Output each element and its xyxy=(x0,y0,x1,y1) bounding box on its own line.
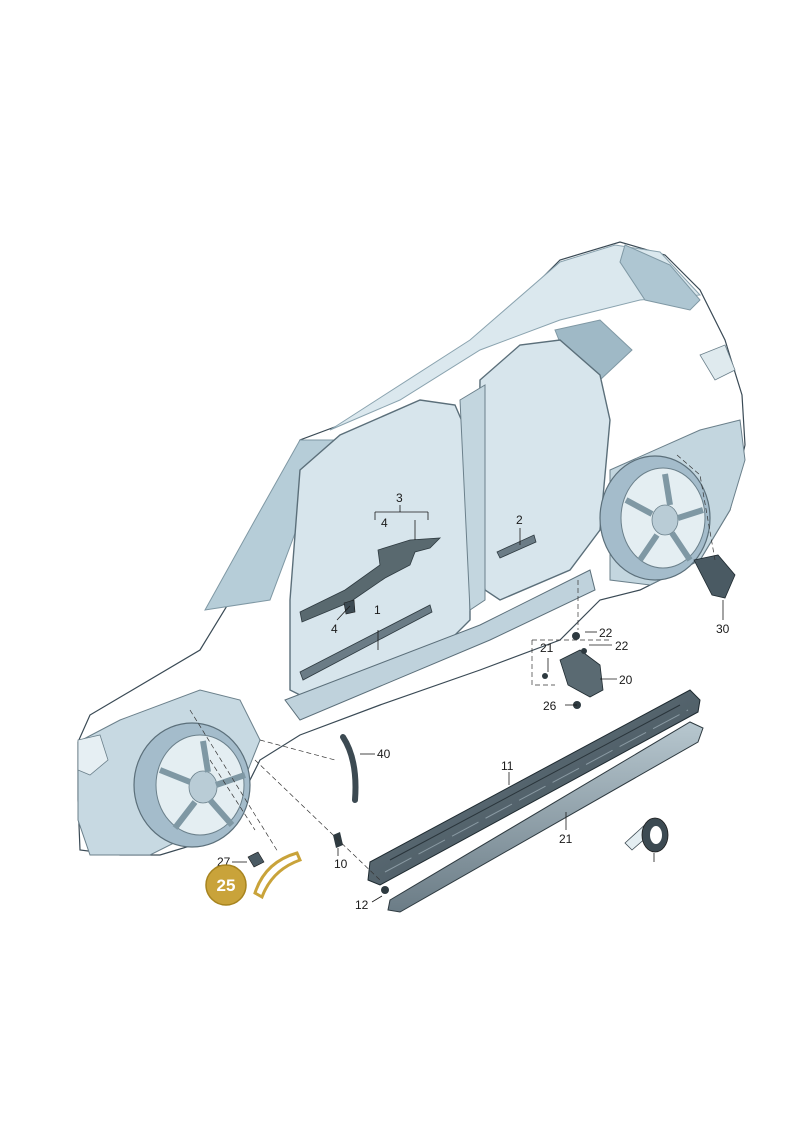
callout-2: 2 xyxy=(516,513,523,527)
sill-trim-part-2 xyxy=(496,534,537,559)
sill-panel-part-10 xyxy=(367,689,701,886)
callout-27: 30 xyxy=(716,622,730,636)
callout-22a: 22 xyxy=(615,639,629,653)
callout-30: 40 xyxy=(377,747,391,761)
mud-flap-part-27 xyxy=(693,554,736,599)
tape-roll-part-40 xyxy=(624,817,669,853)
highlighted-part-25-badge[interactable]: 25 xyxy=(205,864,247,906)
callout-20: 20 xyxy=(619,673,633,687)
callout-22b: 26 xyxy=(543,699,557,713)
arch-trim-part-30 xyxy=(340,734,359,803)
callout-21b: 21 xyxy=(540,641,554,655)
trim-strip-part-12 xyxy=(387,721,704,913)
callout-21a: 22 xyxy=(599,626,613,640)
leader-lines xyxy=(232,505,724,903)
callout-4a: 4 xyxy=(381,516,388,530)
callout-labels: 3 4 2 1 4 22 22 21 20 26 30 40 11 21 10 … xyxy=(217,491,730,912)
callout-3: 3 xyxy=(396,491,403,505)
rear-wheel xyxy=(599,455,711,581)
callout-4b: 4 xyxy=(331,622,338,636)
dashed-guides xyxy=(189,454,716,881)
callout-12: 21 xyxy=(559,832,573,846)
front-wheel xyxy=(133,722,251,848)
fastener-part-11 xyxy=(381,886,389,894)
highlighted-part-25-label: 25 xyxy=(217,876,236,895)
callout-11: 12 xyxy=(355,898,369,912)
callout-1: 1 xyxy=(374,603,381,617)
highlighted-part-25-shape xyxy=(253,851,303,900)
sill-trim-part-1 xyxy=(299,604,433,681)
clip-part-26 xyxy=(247,851,265,868)
callout-9: 10 xyxy=(334,857,348,871)
callout-10: 11 xyxy=(501,759,514,773)
